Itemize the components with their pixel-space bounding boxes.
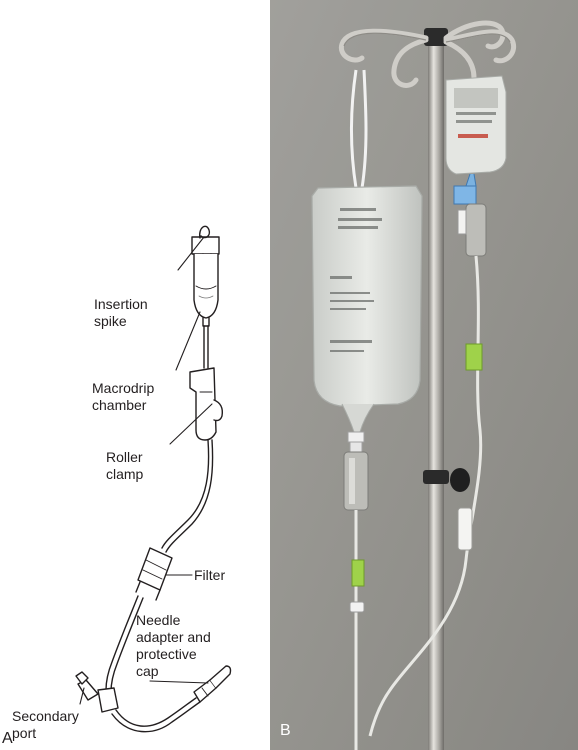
iv-pole-photo-illustration [270, 0, 578, 750]
drip-chamber-shape [193, 253, 219, 327]
panel-a-diagram: Insertion spike Macrodrip chamber Roller… [0, 0, 270, 750]
pole-hooks [338, 20, 516, 93]
iv-set-line-drawing [75, 225, 232, 733]
roller-clamp-shape [189, 367, 224, 441]
label-filter: Filter [194, 567, 226, 583]
green-secondary-label [465, 343, 483, 371]
label-insertion-spike: Insertion spike [94, 296, 148, 329]
secondary-port-shape [75, 671, 119, 713]
panel-b-photo: B [270, 0, 578, 750]
needle-adapter-shape [193, 665, 232, 703]
iv-pole [423, 28, 470, 750]
right-iv-bag [368, 75, 507, 737]
green-tubing-label [351, 559, 365, 587]
panel-letter-b: B [280, 722, 291, 739]
label-secondary-port: Secondary port [12, 708, 79, 741]
pole-hooks-shade [343, 32, 511, 47]
label-roller-clamp: Roller clamp [106, 449, 144, 482]
left-iv-bag [311, 69, 423, 750]
filter-shape [135, 547, 173, 601]
panel-letter-a: A [2, 730, 13, 747]
label-macrodrip-chamber: Macrodrip chamber [92, 380, 155, 413]
leader-lines [79, 236, 213, 705]
label-needle-adapter: Needle adapter and protective cap [136, 612, 211, 679]
